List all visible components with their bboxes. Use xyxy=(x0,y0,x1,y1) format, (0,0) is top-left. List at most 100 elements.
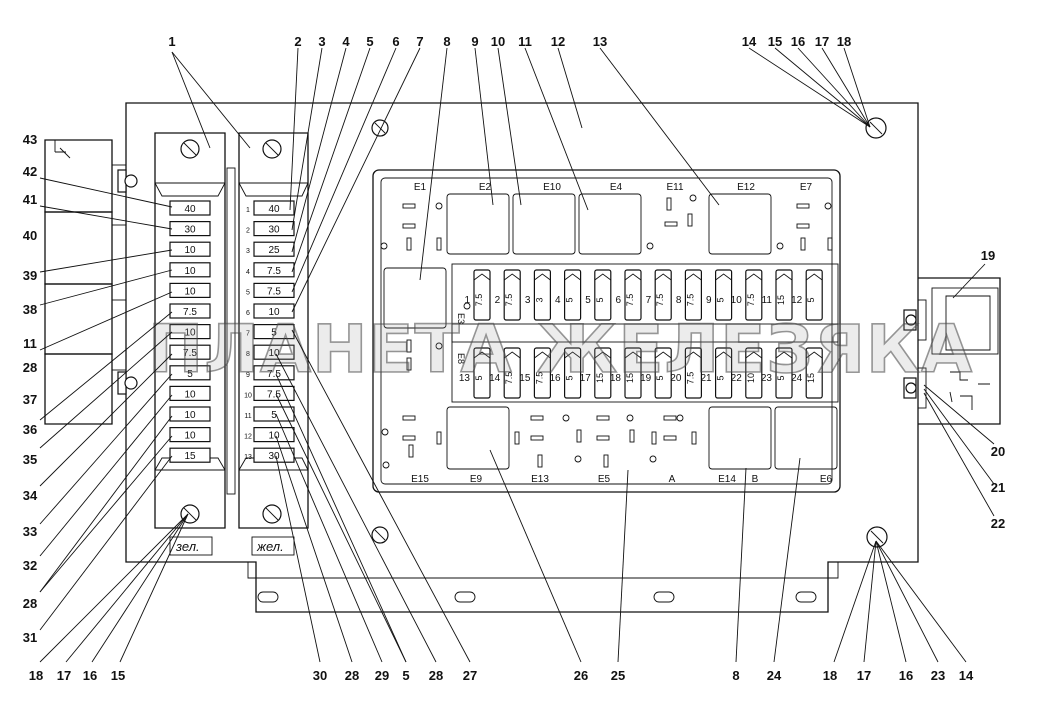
panel-fuse-rating: 7.5 xyxy=(625,294,635,307)
nut-icon xyxy=(903,309,917,331)
block-fuse: 7.5 10 xyxy=(244,385,295,401)
panel-fuse-rating: 7.5 xyxy=(534,372,544,385)
relay-label-bottom: E14 xyxy=(718,474,736,485)
block-fuse-number: 2 xyxy=(246,228,250,235)
slot-hole xyxy=(454,591,476,603)
callout-number: 14 xyxy=(959,668,974,683)
panel-fuse-rating: 7.5 xyxy=(746,294,756,307)
block-fuse: 7.55 xyxy=(246,282,295,298)
block-fuse-rating: 40 xyxy=(268,204,280,215)
screw-icon xyxy=(371,526,389,544)
callout-number: 5 xyxy=(402,668,409,683)
block-fuse-number: 13 xyxy=(244,454,252,461)
callout-number: 24 xyxy=(767,668,782,683)
screw-icon xyxy=(262,504,282,524)
relay-label-top: E2 xyxy=(479,182,492,193)
block-fuse-rating: 7.5 xyxy=(267,389,281,400)
slot-hole xyxy=(795,591,817,603)
panel-fuse-number: 13 xyxy=(459,373,471,384)
left-block-label-box xyxy=(169,536,213,556)
relay-label-top: E1 xyxy=(414,182,427,193)
callout-number: 27 xyxy=(463,668,477,683)
callout-number: 16 xyxy=(83,668,97,683)
panel-fuse-number: 7 xyxy=(646,295,652,306)
panel-fuse-rating: 15 xyxy=(625,373,635,383)
block-fuse-rating: 10 xyxy=(268,431,280,442)
callout-number: 28 xyxy=(23,596,37,611)
callout-number: 33 xyxy=(23,524,37,539)
callout-number: 7 xyxy=(416,34,423,49)
block-fuse: 7.5 xyxy=(169,303,211,319)
block-fuse: 511 xyxy=(244,406,295,422)
callout-number: 38 xyxy=(23,302,37,317)
side-mark-e3: E3 xyxy=(456,313,466,324)
housing-plate xyxy=(125,102,919,613)
callout-number: 28 xyxy=(345,668,359,683)
relay-label-top: E11 xyxy=(666,182,683,193)
panel-fuse-number: 2 xyxy=(495,295,501,306)
callout-number: 39 xyxy=(23,268,37,283)
screw-icon xyxy=(262,139,282,159)
block-fuse-rating: 10 xyxy=(184,431,196,442)
relay-label-top: E10 xyxy=(543,182,561,193)
callout-number: 18 xyxy=(29,668,43,683)
callout-number: 11 xyxy=(23,336,37,351)
panel-fuse-number: 17 xyxy=(580,373,592,384)
callout-number: 16 xyxy=(899,668,913,683)
block-fuse-number: 10 xyxy=(244,392,252,399)
block-fuse: 10 xyxy=(169,385,211,401)
small-relay-pins xyxy=(380,194,833,469)
block-fuse-rating: 10 xyxy=(184,328,196,339)
block-fuse-rating: 10 xyxy=(184,410,196,421)
panel-fuse-number: 15 xyxy=(519,373,531,384)
callout-number: 14 xyxy=(742,34,757,49)
panel-fuse-number: 16 xyxy=(549,373,561,384)
block-fuse-rating: 10 xyxy=(184,245,196,256)
callout-number: 22 xyxy=(991,516,1005,531)
panel-fuse-number: 19 xyxy=(640,373,652,384)
block-fuse-rating: 5 xyxy=(187,369,193,380)
callout-number: 37 xyxy=(23,392,37,407)
panel-fuse-number: 11 xyxy=(762,295,773,306)
panel-fuse-rating: 15 xyxy=(806,373,816,383)
block-fuse-rating: 40 xyxy=(184,204,196,215)
panel-fuse-number: 6 xyxy=(615,295,621,306)
panel-fuse-number: 21 xyxy=(700,373,712,384)
block-fuse-rating: 30 xyxy=(268,225,280,236)
block-fuse-rating: 5 xyxy=(271,410,277,421)
relay-label-bottom: B xyxy=(752,474,759,485)
block-fuse-number: 7 xyxy=(246,331,250,338)
callout-number: 28 xyxy=(429,668,443,683)
block-fuse-rating: 7.5 xyxy=(267,286,281,297)
screw-icon xyxy=(866,526,888,548)
callout-number: 40 xyxy=(23,228,37,243)
slot-hole xyxy=(257,591,279,603)
side-mark-e8: E8 xyxy=(456,353,466,364)
callout-number: 18 xyxy=(837,34,851,49)
panel-fuse-number: 1 xyxy=(464,295,470,306)
callout-number: 1 xyxy=(168,34,175,49)
block-fuse-rating: 7.5 xyxy=(183,348,197,359)
screw-icon xyxy=(180,139,200,159)
relay-e10 xyxy=(512,193,576,255)
panel-fuse-rating: 5 xyxy=(716,375,726,380)
callout-number: 41 xyxy=(23,192,37,207)
callout-number: 43 xyxy=(23,132,37,147)
panel-fuse-number: 18 xyxy=(610,373,622,384)
